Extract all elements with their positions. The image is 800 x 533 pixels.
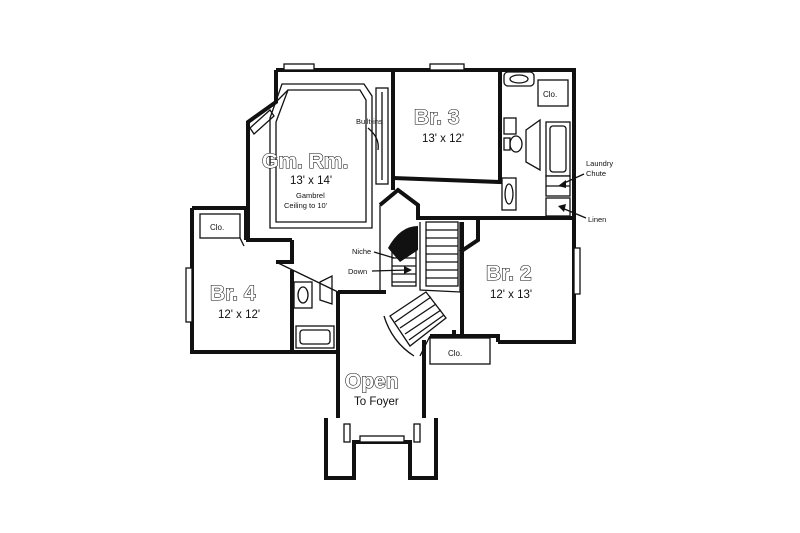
laundry-label-1: Laundry xyxy=(586,159,613,168)
bath-closet-label: Clo. xyxy=(543,90,557,99)
game-room: Gm. Rm. 13' x 14' Gambrel Ceiling to 10'… xyxy=(261,83,389,229)
niche-label: Niche xyxy=(352,247,371,256)
windows xyxy=(185,63,581,443)
upper-bath: Clo. xyxy=(501,71,571,217)
interior-walls xyxy=(276,70,574,352)
bedroom-3-name: Br. 3 xyxy=(414,106,460,129)
bedroom-4-size: 12' x 12' xyxy=(218,309,260,321)
stair-callouts: Niche Down xyxy=(348,247,412,276)
game-room-size: 13' x 14' xyxy=(290,175,332,187)
built-ins-label: Built-ins xyxy=(356,117,383,126)
open-area-name: Open xyxy=(345,370,399,393)
laundry-callouts: Laundry Chute Linen xyxy=(558,159,613,224)
game-room-note-2: Ceiling to 10' xyxy=(284,201,328,210)
bedroom-3: Br. 3 13' x 12' xyxy=(413,105,464,145)
bedroom-2-closet-label: Clo. xyxy=(448,349,462,358)
bedroom-4: Clo. Br. 4 12' x 12' xyxy=(199,213,335,349)
bedroom-2-name: Br. 2 xyxy=(486,262,532,285)
stairs xyxy=(383,221,461,357)
bedroom-2-size: 12' x 13' xyxy=(490,289,532,301)
open-to-foyer: Open To Foyer xyxy=(343,369,421,443)
bedroom-3-size: 13' x 12' xyxy=(422,133,464,145)
down-label: Down xyxy=(348,267,367,276)
hallway xyxy=(275,205,381,293)
laundry-label-2: Chute xyxy=(586,169,606,178)
bedroom-4-name: Br. 4 xyxy=(210,282,256,305)
game-room-note-1: Gambrel xyxy=(296,191,325,200)
bedroom-2: Br. 2 12' x 13' Clo. xyxy=(419,222,532,365)
game-room-name: Gm. Rm. xyxy=(262,150,348,173)
bedroom-4-closet-label: Clo. xyxy=(210,223,224,232)
open-area-sub: To Foyer xyxy=(354,396,399,408)
linen-label: Linen xyxy=(588,215,606,224)
